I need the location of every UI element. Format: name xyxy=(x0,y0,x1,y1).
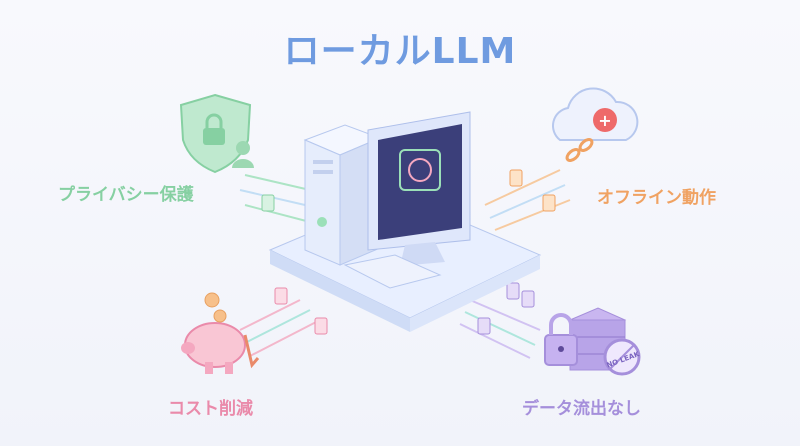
feature-label-cost: コスト削減 xyxy=(168,399,253,419)
svg-text:+: + xyxy=(598,111,611,130)
monitor-icon xyxy=(343,111,471,289)
ai-chip-icon xyxy=(399,149,441,191)
broken-link-icon xyxy=(565,138,594,162)
page-title: ローカルLLM xyxy=(283,31,517,72)
feature-label-data: データ流出なし xyxy=(522,399,641,419)
flow-arrows xyxy=(239,169,571,359)
cloud-disconnected-icon: + xyxy=(552,87,639,162)
feature-label-privacy: プライバシー保護 xyxy=(58,185,194,205)
no-leak-badge: NO LEAK xyxy=(603,338,641,376)
brain-icon xyxy=(408,158,432,182)
piggy-bank-icon xyxy=(181,292,260,374)
shield-lock-icon xyxy=(179,93,254,174)
feature-label-offline: オフライン動作 xyxy=(597,188,716,208)
keyboard-icon xyxy=(343,254,442,289)
document-icons xyxy=(261,169,556,335)
